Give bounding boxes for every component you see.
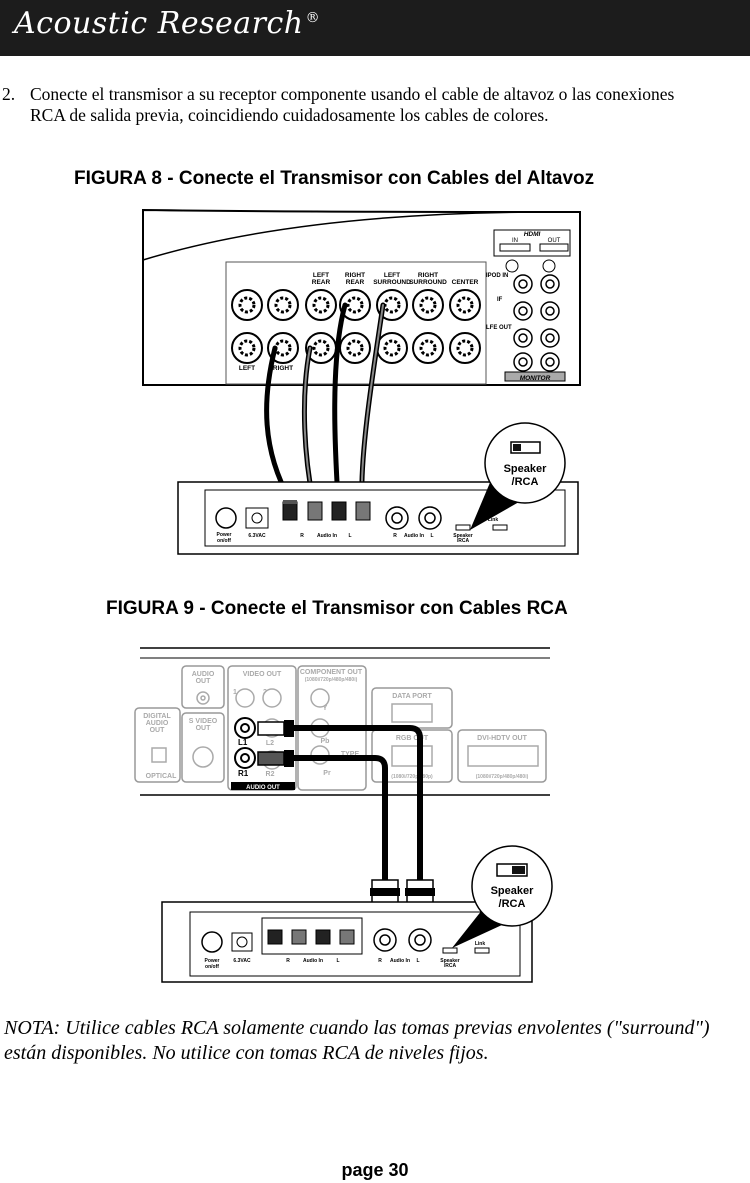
svg-text:(1080i/720p/480p): (1080i/720p/480p) <box>391 774 433 780</box>
svg-text:/RCA: /RCA <box>444 963 457 969</box>
svg-text:MONITOR: MONITOR <box>520 375 551 382</box>
svg-text:Pb: Pb <box>321 738 330 745</box>
brand-logo: Acoustic Research® <box>14 6 321 41</box>
rca-cables <box>257 720 435 923</box>
label-left: LEFT <box>239 365 255 372</box>
label-center: CENTER <box>452 279 479 286</box>
step-number: 2. <box>2 84 16 104</box>
label-left-rear-2: REAR <box>312 279 331 286</box>
svg-text:Audio In: Audio In <box>390 958 410 964</box>
svg-text:AUDIO: AUDIO <box>146 720 169 727</box>
svg-text:6.3VAC: 6.3VAC <box>233 958 251 964</box>
svg-text:OUT: OUT <box>548 238 561 244</box>
svg-text:R2: R2 <box>266 771 275 778</box>
callout-speaker: Speaker <box>504 463 548 475</box>
label-right: RIGHT <box>273 365 293 372</box>
svg-text:Audio In: Audio In <box>404 533 424 539</box>
figure-9-diagram: AUDIO OUT VIDEO OUT COMPONENT OUT (1080i… <box>134 647 553 983</box>
svg-text:R: R <box>286 958 290 964</box>
label-left-surround-1: LEFT <box>384 272 400 279</box>
svg-text:(1080i/720p/480p/480i): (1080i/720p/480p/480i) <box>305 677 358 683</box>
label-right-rear-1: RIGHT <box>345 272 365 279</box>
svg-text:Power: Power <box>216 532 231 538</box>
figure-8-title: FIGURA 8 - Conecte el Transmisor con Cab… <box>74 168 595 189</box>
svg-text:DATA PORT: DATA PORT <box>392 693 432 700</box>
page-header: Acoustic Research® <box>0 0 750 56</box>
label-l1: L1 <box>238 738 248 747</box>
svg-text:R: R <box>378 958 382 964</box>
svg-text:Link: Link <box>475 941 485 947</box>
svg-text:L2: L2 <box>266 740 274 747</box>
svg-text:TYPE: TYPE <box>341 751 360 758</box>
svg-text:DIGITAL: DIGITAL <box>143 713 171 720</box>
svg-text:IF: IF <box>497 297 503 303</box>
svg-text:VIDEO OUT: VIDEO OUT <box>243 671 282 678</box>
svg-text:OUT: OUT <box>150 727 166 734</box>
svg-text:L: L <box>430 533 433 539</box>
svg-text:L: L <box>336 958 339 964</box>
svg-text:DVI-HDTV OUT: DVI-HDTV OUT <box>477 735 528 742</box>
svg-text:HDMI: HDMI <box>524 231 541 238</box>
svg-text:(1080i/720p/480p/480i): (1080i/720p/480p/480i) <box>476 774 529 780</box>
svg-text:LFE OUT: LFE OUT <box>486 325 512 331</box>
svg-text:/RCA: /RCA <box>457 538 470 544</box>
svg-text:RGB OUT: RGB OUT <box>396 735 429 742</box>
svg-text:Link: Link <box>488 517 498 523</box>
audio-out-bar: AUDIO OUT <box>246 785 280 791</box>
svg-text:AUDIO: AUDIO <box>192 671 215 678</box>
svg-text:Audio In: Audio In <box>317 533 337 539</box>
svg-text:on/off: on/off <box>205 964 219 970</box>
svg-text:IN: IN <box>512 238 518 244</box>
page-number: page 30 <box>341 1160 409 1180</box>
svg-text:OUT: OUT <box>196 725 212 732</box>
svg-text:Pr: Pr <box>323 770 331 777</box>
svg-text:R: R <box>393 533 397 539</box>
label-left-surround-2: SURROUND <box>373 279 411 286</box>
label-left-rear-1: LEFT <box>313 272 329 279</box>
callout-rca: /RCA <box>499 898 526 910</box>
callout-rca: /RCA <box>512 476 539 488</box>
svg-text:R: R <box>300 533 304 539</box>
svg-text:OPTICAL: OPTICAL <box>146 773 177 780</box>
figure-8-diagram: LEFT REAR RIGHT REAR LEFT SURROUND RIGHT… <box>142 208 581 555</box>
svg-text:S VIDEO: S VIDEO <box>189 718 218 725</box>
svg-text:6.3VAC: 6.3VAC <box>248 533 266 539</box>
svg-text:IPOD IN: IPOD IN <box>486 273 508 279</box>
svg-text:Speaker: Speaker <box>453 533 473 539</box>
speaker-terminals <box>231 289 481 364</box>
label-right-rear-2: REAR <box>346 279 365 286</box>
note-text: NOTA: Utilice cables RCA solamente cuand… <box>4 1017 710 1064</box>
svg-text:L: L <box>416 958 419 964</box>
transmitter-unit: Power on/off 6.3VAC R Audio In L R Audio… <box>161 901 533 983</box>
svg-text:Power: Power <box>204 958 219 964</box>
hdmi-panel: HDMI IN OUT IPOD IN IF LFE OUT MONITOR <box>486 229 571 382</box>
label-right-surround-2: SURROUND <box>409 279 447 286</box>
svg-text:L: L <box>348 533 351 539</box>
svg-text:Y: Y <box>323 705 328 712</box>
svg-text:OUT: OUT <box>196 678 212 685</box>
figure-9-title: FIGURA 9 - Conecte el Transmisor con Cab… <box>106 598 568 619</box>
step-text: Conecte el transmisor a su receptor comp… <box>30 84 675 125</box>
svg-text:on/off: on/off <box>217 538 231 544</box>
svg-text:COMPONENT OUT: COMPONENT OUT <box>300 669 363 676</box>
svg-text:1: 1 <box>233 689 237 696</box>
svg-text:Audio In: Audio In <box>303 958 323 964</box>
svg-text:Speaker: Speaker <box>440 958 460 964</box>
label-r1: R1 <box>238 769 249 778</box>
label-right-surround-1: RIGHT <box>418 272 438 279</box>
callout-speaker: Speaker <box>491 885 535 897</box>
